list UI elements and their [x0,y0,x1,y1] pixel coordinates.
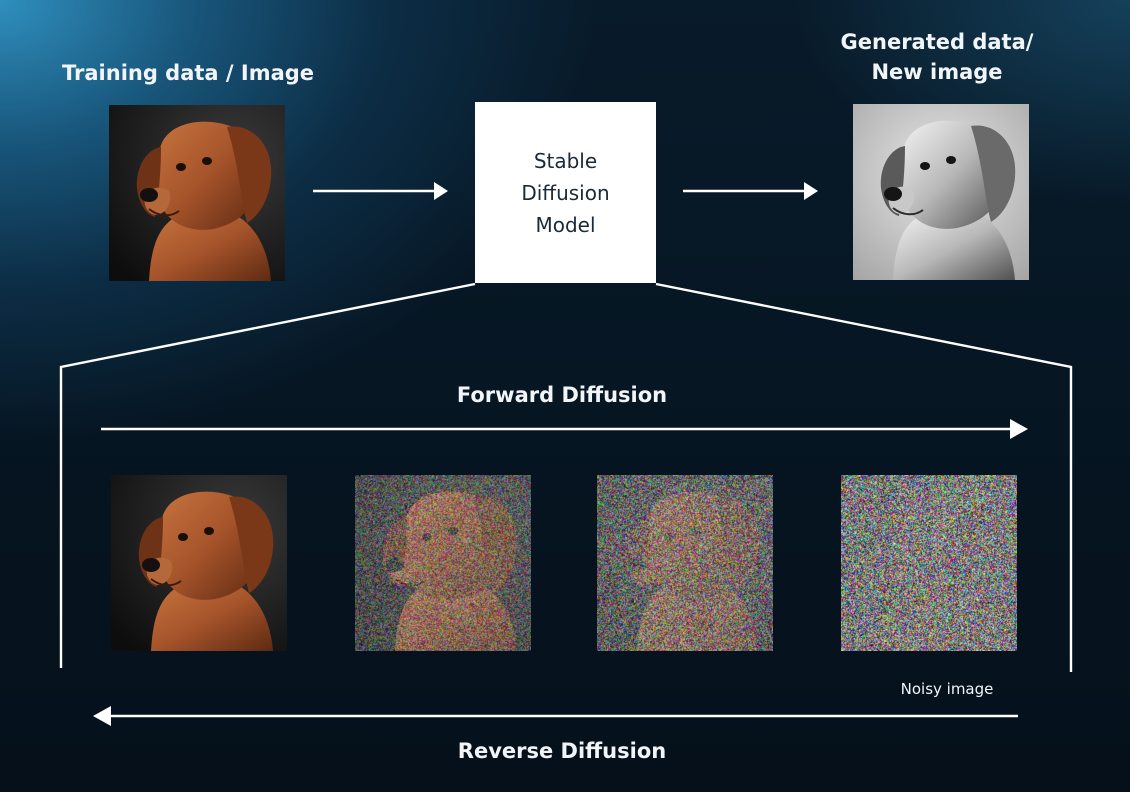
diffusion-step-image [841,475,1017,651]
dog-portrait-grayscale [853,104,1029,280]
noise-overlay [597,475,773,651]
diffusion-step-image [597,475,773,651]
forward-diffusion-label: Forward Diffusion [456,383,668,407]
training-image [109,105,285,281]
diffusion-step-image [111,475,287,651]
noise-overlay [841,475,1017,651]
noise-overlay [355,475,531,651]
reverse-diffusion-label: Reverse Diffusion [457,739,667,763]
stable-diffusion-model-box: Stable Diffusion Model [475,102,656,283]
arrow-right-icon [1010,419,1028,439]
dog-portrait-color [109,105,285,281]
arrow-left-icon [93,706,111,726]
diffusion-step-image [355,475,531,651]
generated-data-label: Generated data/ New image [840,30,1034,84]
noisy-image-label: Noisy image [900,680,994,698]
dog-portrait-color [111,475,287,651]
arrow-right-icon [804,182,818,200]
arrow-right-icon [434,182,448,200]
generated-image [853,104,1029,280]
training-data-label: Training data / Image [62,61,315,85]
